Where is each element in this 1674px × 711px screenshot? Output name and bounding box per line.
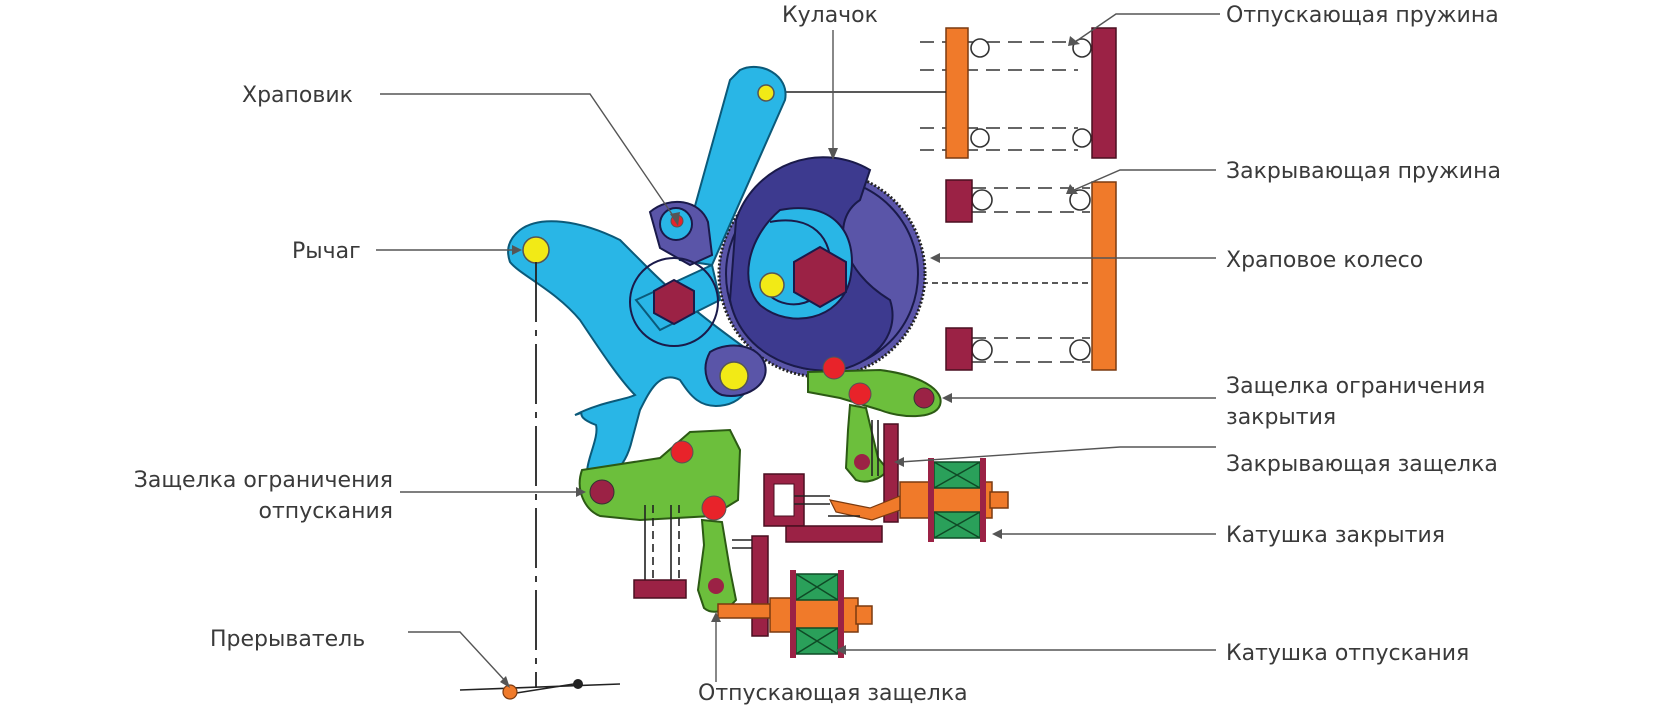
wheel-hub xyxy=(793,245,847,309)
opening-limit-posts xyxy=(633,505,687,599)
pivot-lever xyxy=(522,236,550,264)
closing-spring xyxy=(945,179,1117,371)
opening-coil xyxy=(717,570,873,658)
label-ratchet-wheel: Храповое колесо xyxy=(1226,248,1423,273)
closing-coil xyxy=(763,458,1009,543)
label-breaker: Прерыватель xyxy=(210,627,365,652)
label-closing-latch: Закрывающая защелка xyxy=(1226,452,1498,477)
label-closing-coil: Катушка закрытия xyxy=(1226,523,1445,548)
pivot-lower xyxy=(719,361,749,391)
closing-latch xyxy=(844,403,899,523)
label-opening-coil: Катушка отпускания xyxy=(1226,641,1469,666)
label-opening-limit-latch-1: Защелка ограничения xyxy=(134,468,393,493)
lever-hub-ring xyxy=(629,257,719,347)
label-cam: Кулачок xyxy=(782,3,878,28)
label-closing-limit-latch-1: Защелка ограничения xyxy=(1226,374,1485,399)
label-closing-spring: Закрывающая пружина xyxy=(1226,159,1501,184)
pivot-top xyxy=(757,84,775,102)
label-ratchet: Храповик xyxy=(242,83,353,108)
lever-hub xyxy=(653,278,695,326)
label-opening-limit-latch-2: отпускания xyxy=(259,499,393,524)
opening-limit-latch xyxy=(578,428,742,522)
label-lever: Рычаг xyxy=(292,239,361,264)
label-opening-latch: Отпускающая защелка xyxy=(698,681,968,706)
opening-spring xyxy=(920,27,1117,159)
label-opening-spring: Отпускающая пружина xyxy=(1226,3,1499,28)
breaker xyxy=(459,262,621,700)
closing-limit-latch xyxy=(807,356,942,418)
pivot-cam xyxy=(759,272,785,298)
leader-lines xyxy=(376,13,1220,688)
label-closing-limit-latch-2: закрытия xyxy=(1226,405,1336,430)
